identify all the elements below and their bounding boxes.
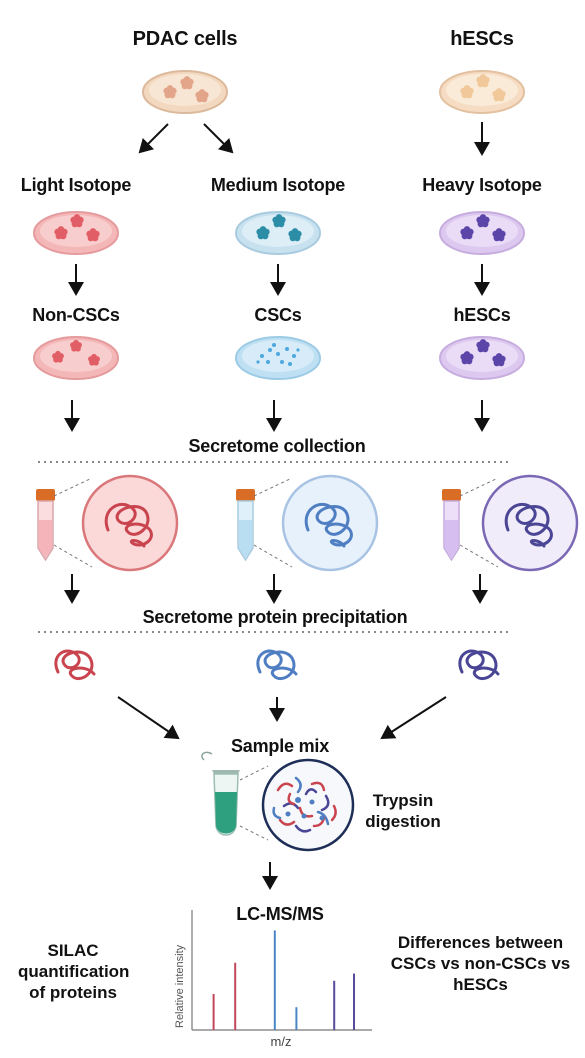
protein-purple: [458, 649, 500, 681]
sample-mix-tube: [201, 751, 269, 841]
light-isotope-dish: [33, 211, 119, 255]
spectrum-plot: [191, 910, 372, 1031]
secretome-collection-label: Secretome collection: [188, 436, 366, 456]
medium-tube-zoom: [236, 474, 379, 572]
non-cscs-label: Non-CSCs: [32, 305, 120, 325]
medium-isotope-dish: [235, 211, 321, 255]
hesc-source-dish: [439, 70, 525, 114]
cscs-dish: [235, 336, 321, 380]
lcms-label: LC-MS/MS: [236, 904, 324, 924]
sample-mix-label: Sample mix: [230, 736, 330, 756]
heavy-isotope-dish: [439, 211, 525, 255]
medium-isotope-label: Medium Isotope: [210, 175, 346, 195]
digestion-zoom-circle: [261, 758, 355, 852]
light-isotope-label: Light Isotope: [20, 175, 132, 195]
protein-blue: [256, 649, 298, 681]
trypsin-digestion-label: Trypsin digestion: [365, 791, 441, 831]
pdac-dish: [142, 70, 228, 114]
spectrum-y-label: Relative intensity: [174, 944, 186, 1028]
arrow: [64, 400, 490, 432]
cscs-label: CSCs: [254, 305, 302, 325]
arrow: [68, 264, 490, 296]
differences-note: Differences between CSCs vs non-CSCs vs …: [390, 933, 571, 994]
heavy-tube-zoom: [442, 474, 579, 572]
arrow: [117, 696, 447, 740]
silac-quantification-note: SILAC quantification of proteins: [18, 941, 130, 1002]
protein-precipitation-label: Secretome protein precipitation: [142, 607, 408, 627]
non-cscs-dish: [33, 336, 119, 380]
arrow: [64, 574, 488, 604]
hescs-label: hESCs: [453, 305, 511, 325]
pdac-cells-title: PDAC cells: [132, 28, 238, 50]
light-tube-zoom: [36, 474, 179, 572]
spectrum-x-label: m/z: [270, 1034, 292, 1049]
hescs-source-title: hESCs: [450, 28, 514, 50]
arrow: [138, 122, 490, 156]
hescs-dish: [439, 336, 525, 380]
heavy-isotope-label: Heavy Isotope: [422, 175, 542, 195]
protein-red: [54, 649, 96, 681]
